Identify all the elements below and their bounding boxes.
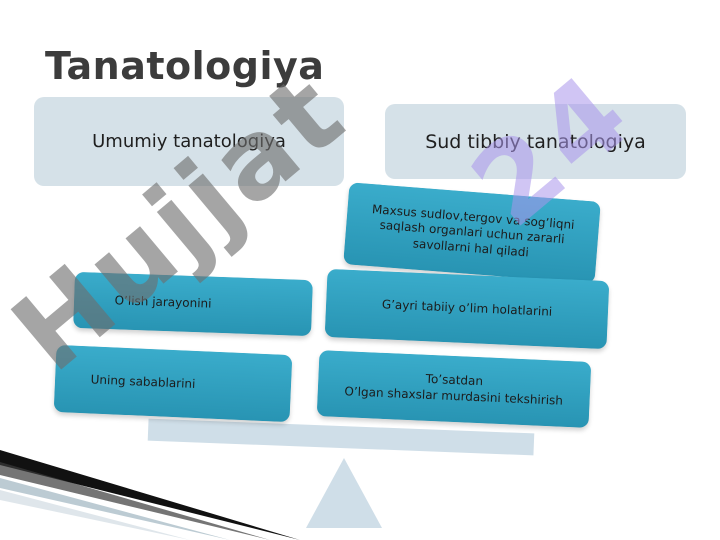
scale-fulcrum <box>306 458 382 528</box>
card-label: O’lish jarayonini <box>114 293 212 311</box>
slide-title: Tanatologiya <box>45 44 325 88</box>
card-label: Uning sabablarini <box>90 372 196 391</box>
branch-label: Umumiy tanatologiya <box>92 131 286 152</box>
card-line: G’ayri tabiiy o’lim holatlarini <box>381 297 553 319</box>
card-dying-process: O’lish jarayonini <box>73 271 313 337</box>
branch-forensic-thanatology: Sud tibbiy tanatologiya <box>385 104 686 179</box>
card-sudden-death: To’satdan O’lgan shaxslar murdasini teks… <box>316 350 592 428</box>
card-special-questions: Maxsus sudlov,tergov va sog’liqni saqlas… <box>343 182 601 284</box>
card-unnatural-death: G’ayri tabiiy o’lim holatlarini <box>324 268 610 350</box>
card-causes: Uning sabablarini <box>53 344 293 423</box>
corner-decoration <box>0 450 300 540</box>
branch-general-thanatology: Umumiy tanatologiya <box>34 97 344 186</box>
branch-label: Sud tibbiy tanatologiya <box>425 130 646 153</box>
